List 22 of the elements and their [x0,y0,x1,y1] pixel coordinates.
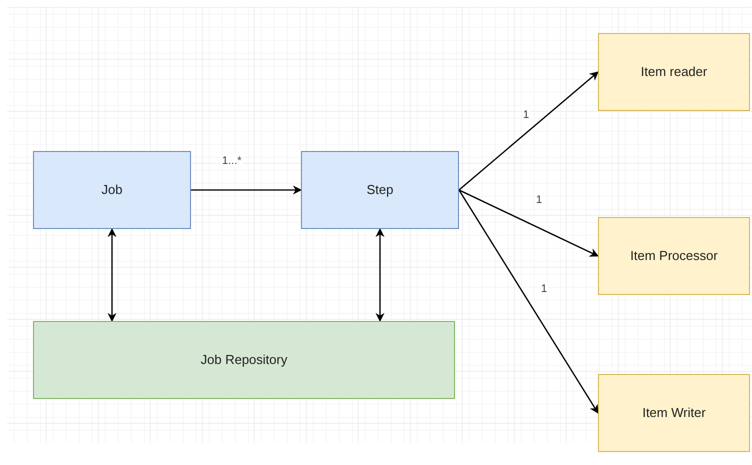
arrow [458,189,599,257]
process-box [598,374,750,452]
box-label: Item reader [640,63,708,82]
process-box [598,33,750,111]
edge-label: 1 [522,110,530,121]
process-box [598,217,750,295]
arrow [458,190,599,414]
process-box [33,321,455,399]
box-label: Job [102,181,122,200]
edge-label: 1 [535,195,544,206]
edge-label: 1 [540,284,548,295]
arrow [376,228,384,322]
process-box [301,151,459,229]
box-label: Step [366,181,394,200]
box-label: Item Processor [630,247,718,266]
arrow [458,71,599,190]
box-label: Job Repository [200,351,288,370]
process-box [33,151,191,229]
edge-label: 1...* [221,156,243,167]
arrow [191,186,302,194]
arrow [108,228,116,322]
box-label: Item Writer [642,404,706,422]
